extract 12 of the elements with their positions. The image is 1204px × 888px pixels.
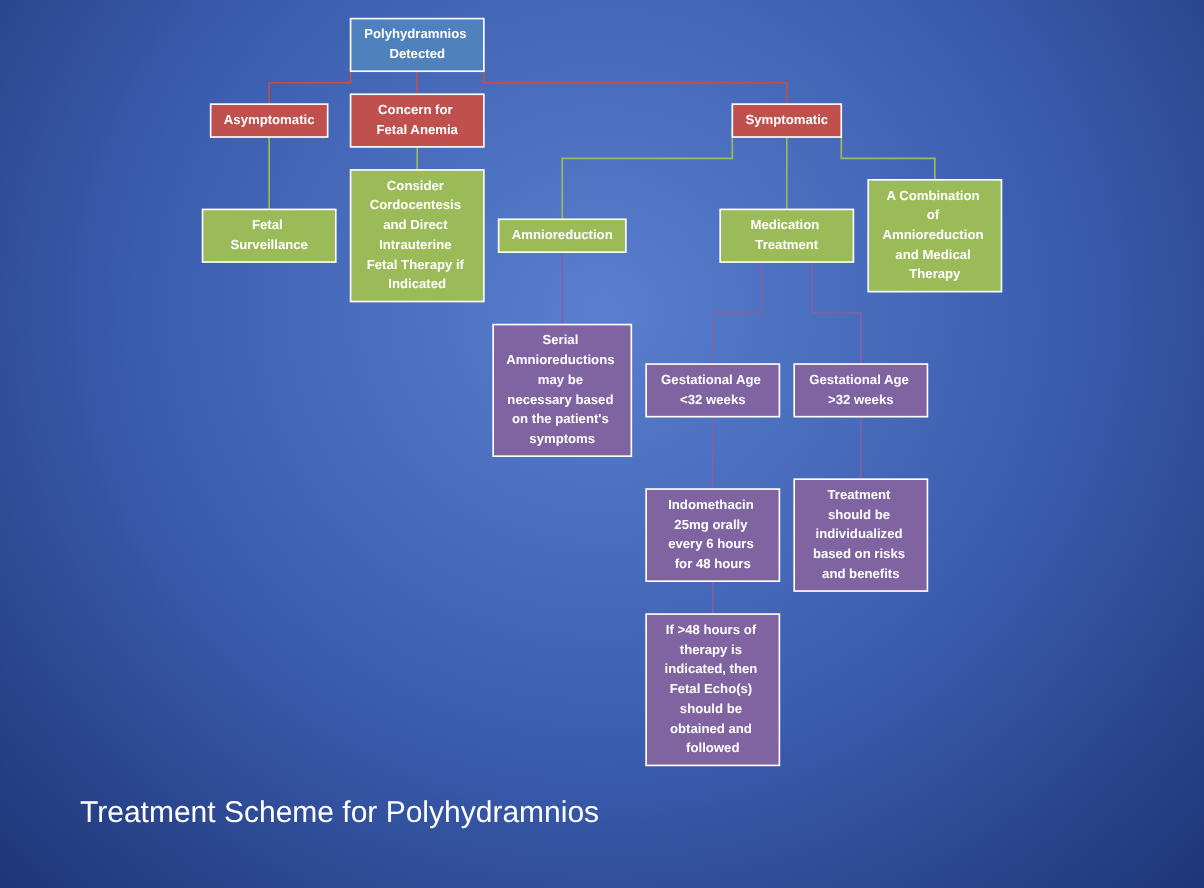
connector [711, 580, 714, 615]
connector [840, 133, 936, 181]
caption: Treatment Scheme for Polyhydramnios [80, 796, 600, 830]
connector [711, 261, 763, 365]
connector [811, 261, 862, 365]
connector [785, 136, 788, 211]
connector [561, 251, 564, 326]
connector [416, 70, 419, 96]
connector [268, 136, 270, 211]
connector [711, 415, 714, 490]
connector [860, 415, 862, 480]
connector [416, 146, 419, 171]
